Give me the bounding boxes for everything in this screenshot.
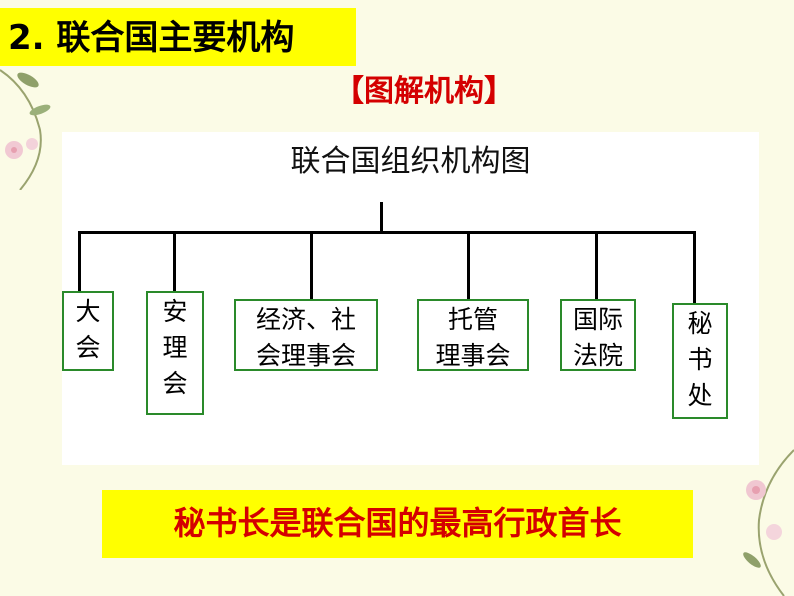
org-node-trusteeship-council: 托管 理事会: [417, 299, 529, 371]
node-line: 书: [687, 345, 713, 374]
org-node-secretariat: 秘 书 处: [672, 303, 728, 419]
org-node-security-council: 安 理 会: [146, 291, 204, 415]
slide-title: 2. 联合国主要机构: [8, 18, 295, 58]
node-line: 国际: [572, 305, 623, 334]
section-subtitle: 【图解机构】: [334, 74, 514, 109]
node-line: 理: [162, 333, 188, 362]
branch-line: [595, 231, 598, 299]
key-fact-text: 秘书长是联合国的最高行政首长: [173, 504, 622, 542]
branch-line: [310, 231, 313, 299]
node-line: 经济、社: [255, 305, 356, 334]
node-line: 大: [75, 297, 101, 326]
slide-title-banner: 2. 联合国主要机构: [0, 8, 356, 66]
org-chart-title: 联合国组织机构图: [290, 144, 531, 179]
trunk-line: [380, 202, 383, 232]
node-line: 安: [162, 297, 188, 326]
branch-line: [467, 231, 470, 299]
node-line: 托管: [447, 305, 498, 334]
node-line: 秘: [687, 309, 713, 338]
org-chart-panel: 联合国组织机构图 大 会 安 理 会 经济、社 会理事会 托管 理事会 国际 法…: [62, 132, 759, 465]
org-node-international-court: 国际 法院: [560, 299, 636, 371]
node-line: 会: [162, 369, 188, 398]
branch-line: [78, 231, 81, 291]
branch-line: [693, 231, 696, 303]
node-line: 法院: [572, 341, 623, 370]
org-node-economic-social-council: 经济、社 会理事会: [234, 299, 378, 371]
key-fact-banner: 秘书长是联合国的最高行政首长: [102, 490, 693, 558]
horizontal-bus-line: [78, 231, 696, 234]
node-line: 处: [687, 381, 713, 410]
node-line: 会理事会: [255, 341, 356, 370]
node-line: 理事会: [435, 341, 511, 370]
branch-line: [173, 231, 176, 291]
node-line: 会: [75, 333, 101, 362]
org-node-general-assembly: 大 会: [62, 291, 114, 371]
